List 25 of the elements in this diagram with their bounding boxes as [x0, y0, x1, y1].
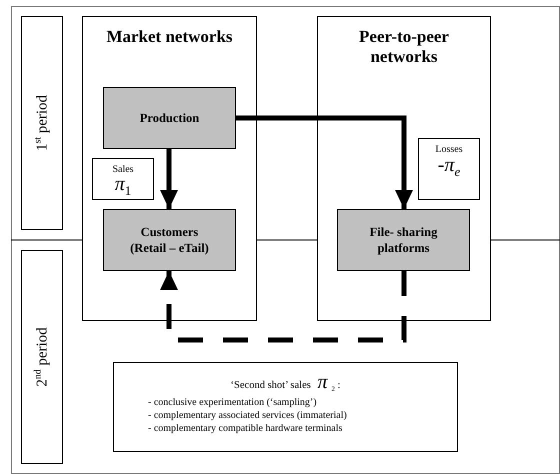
process-box	[103, 87, 236, 149]
panel-heading: Market networks	[105, 27, 234, 47]
bullet-item: - conclusive experimentation (‘sampling’)	[148, 397, 317, 408]
note-heading: ‘Second shot’ sales π$_{2}$ :	[230, 371, 342, 394]
math-symbol: π$_{1}$	[114, 173, 132, 198]
bullet-item: - complementary associated services (immaterial)	[148, 410, 347, 421]
group-panel	[317, 16, 491, 321]
note-box	[92, 158, 154, 200]
process-box	[103, 209, 236, 271]
process-box	[337, 209, 470, 271]
box-label: Customers (Retail – eTail)	[129, 224, 210, 256]
period-box	[21, 250, 63, 464]
period-box	[21, 16, 63, 230]
note-label: Sales	[111, 164, 135, 175]
note-box	[418, 138, 480, 200]
box-label: File- sharing platforms	[368, 224, 438, 256]
group-panel	[82, 16, 257, 321]
math-symbol: -π$_{e}$	[436, 154, 462, 180]
arrow	[236, 116, 413, 209]
bullet-item: - complementary compatible hardware terminals	[148, 423, 342, 434]
arrow	[160, 149, 178, 209]
box-label: Production	[138, 110, 200, 126]
panel-heading: Peer-to-peer networks	[358, 27, 450, 66]
note-box	[113, 362, 458, 452]
note-label: Losses	[434, 144, 464, 155]
